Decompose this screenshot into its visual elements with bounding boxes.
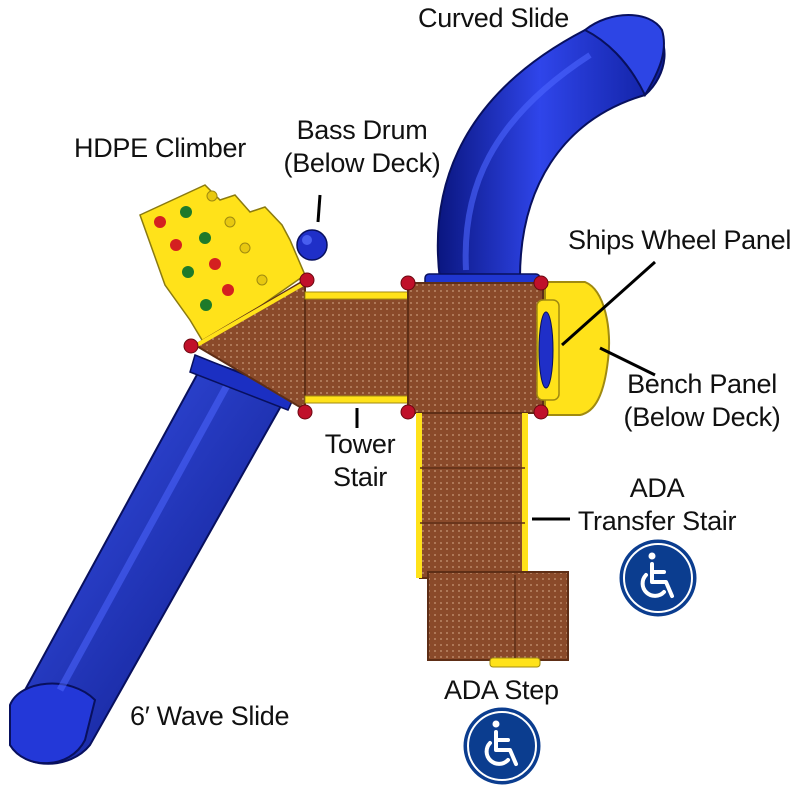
accessibility-badge-step	[460, 704, 544, 788]
tower-stair	[304, 291, 411, 404]
ships-wheel-panel	[536, 299, 560, 401]
label-tower-stair: Tower Stair	[324, 429, 396, 492]
label-ada-transfer-stair: ADA Transfer Stair	[577, 473, 737, 536]
wheelchair-accessibility-icon	[484, 720, 518, 766]
wave-slide	[8, 353, 297, 765]
hdpe-climber	[139, 184, 306, 347]
label-bass-drum: Bass Drum (Below Deck)	[283, 115, 441, 178]
clamps	[183, 272, 549, 420]
label-bench-panel: Bench Panel (Below Deck)	[623, 369, 781, 432]
bass-drum	[296, 229, 328, 261]
ada-step	[427, 571, 569, 668]
label-curved-slide: Curved Slide	[418, 3, 569, 33]
ada-transfer-stair	[416, 412, 528, 579]
main-deck	[407, 282, 544, 414]
label-hdpe-climber: HDPE Climber	[74, 133, 246, 163]
wheelchair-accessibility-icon	[640, 552, 674, 598]
leader-lines	[316, 194, 656, 521]
curved-slide	[424, 14, 666, 287]
climbing-holds	[154, 190, 268, 311]
accessibility-badge-transfer	[616, 536, 700, 620]
label-wave-slide: 6′ Wave Slide	[130, 701, 290, 731]
label-ships-wheel-panel: Ships Wheel Panel	[568, 225, 792, 255]
bench-panel	[544, 281, 611, 416]
label-ada-step: ADA Step	[444, 675, 559, 705]
